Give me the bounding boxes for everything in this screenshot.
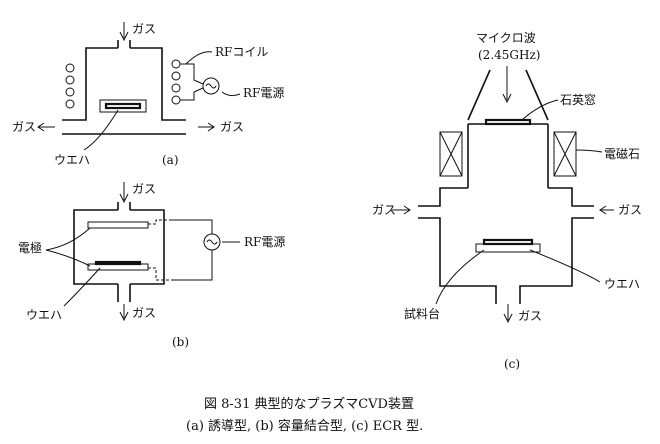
coil-right-a-2: [171, 71, 181, 81]
coil-right-a-1: [171, 59, 181, 69]
waveguide: [467, 69, 549, 121]
upper-electrode: [87, 221, 149, 229]
magnet-right-cross: [553, 131, 577, 177]
magnet-right: [553, 131, 577, 177]
sample-stage-label: 試料台: [404, 306, 440, 321]
gas-out-right-label-a: ガス: [220, 120, 244, 134]
rf-leads-a: [193, 79, 204, 93]
figure-caption-sub: (a) 誘導型, (b) 容量結合型, (c) ECR 型.: [186, 418, 423, 434]
wafer-label-c: ウエハ: [604, 277, 640, 291]
figure-caption-title: 図 8-31 典型的なプラズマCVD装置: [204, 396, 414, 412]
ac-symbol-a: [205, 83, 217, 89]
panel-b-label: (b): [172, 335, 189, 349]
ac-symbol-b: [206, 239, 218, 245]
diagram-c: マイクロ波 (2.45GHz) 石英窓 電磁石 ガス ガス 試料台 ウエハ: [372, 31, 642, 371]
sample-stage: [475, 243, 541, 253]
gas-out-label-b: ガス: [132, 306, 156, 320]
gas-in-arrow-a: [119, 22, 129, 42]
coil-left-a-2: [65, 75, 75, 85]
quartz-window-label: 石英窓: [560, 92, 596, 107]
wafer-c: [482, 238, 534, 246]
chamber-a-left-wall: [62, 47, 118, 121]
rf-power-label-b: RF電源: [244, 235, 285, 249]
electrode-leaders: [45, 227, 91, 267]
quartz-window-leader: [521, 99, 559, 121]
rf-power-label-a: RF電源: [243, 86, 284, 100]
coil-right-a-4: [171, 95, 181, 105]
wafer-b: [94, 260, 142, 266]
gas-in-right-label-c: ガス: [618, 203, 642, 217]
wafer-a: [104, 102, 142, 110]
gas-out-arrow-c: [503, 304, 513, 324]
electrode-label: 電極: [18, 240, 42, 255]
sample-stage-leader: [435, 249, 485, 305]
coil-left-a-3: [65, 87, 75, 97]
wafer-label-b: ウエハ: [26, 308, 62, 322]
coil-right-a-3: [171, 83, 181, 93]
chamber-b: [73, 209, 165, 285]
gas-out-left-label-a: ガス: [12, 120, 36, 134]
rf-coil-label: RFコイル: [215, 45, 268, 59]
rf-source-a: [202, 77, 220, 95]
gas-in-label-a: ガス: [132, 22, 156, 36]
coil-left-a-4: [65, 99, 75, 109]
gas-in-right-arrow-c: [599, 205, 614, 215]
wafer-leader-a: [83, 109, 119, 151]
ecr-chamber: [418, 187, 594, 304]
gas-in-left-label-c: ガス: [372, 203, 396, 217]
gas-out-right-arrow-a: [198, 122, 215, 132]
chamber-a-right-wall: [130, 47, 186, 121]
upper-electrode-wire: [148, 219, 172, 225]
diagram-a: ガス RF電源 RFコイル ガス ガス ウエハ (a): [12, 22, 284, 167]
gas-in-left-arrow-c: [392, 205, 411, 215]
chamber-b-inlet: [117, 202, 131, 210]
magnet-label: 電磁石: [604, 146, 640, 161]
gas-out-label-c: ガス: [518, 309, 542, 323]
rf-source-b: [203, 233, 221, 251]
panel-a-label: (a): [162, 153, 179, 167]
wafer-platform-a: [99, 99, 147, 113]
rf-power-leader-a: [221, 91, 241, 97]
gas-in-label-b: ガス: [132, 182, 156, 196]
coil-left-a-1: [65, 63, 75, 73]
diagram-b: ガス ガス RF電源 電極 ウエハ (b): [18, 182, 285, 349]
chamber-a-inlet: [117, 40, 131, 48]
magnet-leader: [575, 149, 603, 153]
wafer-leader-b: [63, 267, 101, 307]
rf-coil-leader: [185, 51, 213, 65]
rf-circuit-b: [172, 219, 213, 281]
microwave-label: マイクロ波: [476, 31, 536, 45]
panel-c-label: (c): [504, 357, 520, 371]
gas-out-left-arrow-a: [37, 122, 55, 132]
rf-wiring-a: [180, 63, 195, 101]
gas-out-arrow-b: [119, 304, 129, 322]
magnet-left-cross: [439, 131, 463, 177]
magnet-left: [439, 131, 463, 177]
lower-electrode-wire: [148, 267, 172, 281]
chamber-b-outlet: [117, 284, 131, 302]
wafer-label-a: ウエハ: [54, 153, 90, 167]
frequency-label: (2.45GHz): [478, 48, 540, 62]
gas-in-arrow-b: [119, 182, 129, 204]
ecr-neck: [467, 123, 549, 188]
wafer-leader-c: [529, 249, 601, 283]
microwave-arrow: [502, 66, 512, 104]
